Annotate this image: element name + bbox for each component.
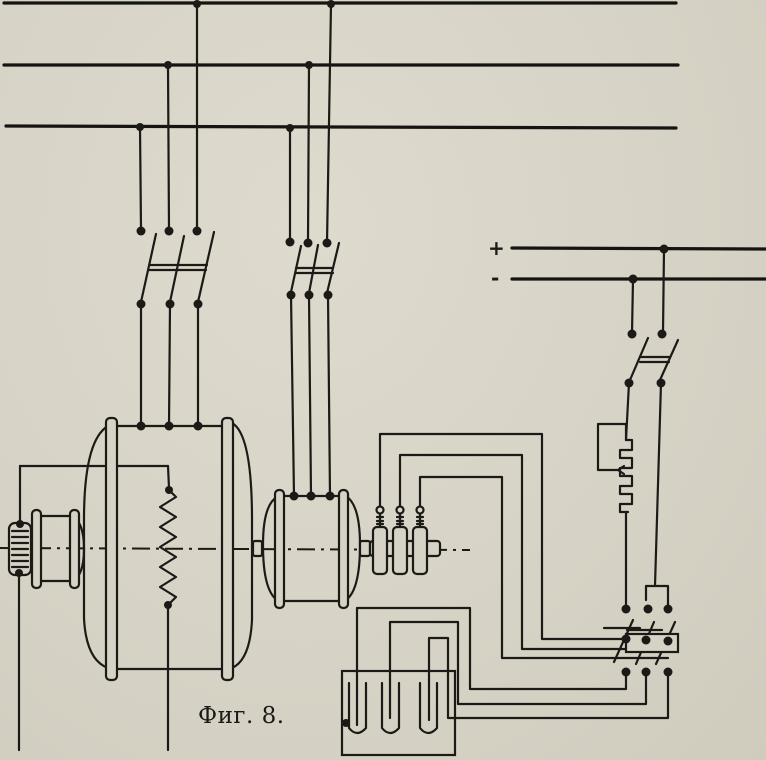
motor-feed-taps: [285, 0, 335, 248]
dc-supply: [510, 244, 766, 339]
generator-feed-taps: [136, 0, 202, 236]
slip-ring-3: [411, 525, 429, 576]
exciter: [7, 464, 86, 752]
slip-rings: [368, 505, 442, 576]
three-phase-busbars: [2, 1, 680, 130]
motor-knife-switch: [286, 241, 341, 498]
starting-rheostat: [340, 669, 457, 757]
dc-plus-label: +: [488, 236, 505, 260]
busbar-phase-3: [4, 124, 678, 130]
field-regulator: [596, 381, 663, 608]
shaft-coupling: [251, 539, 264, 558]
field-lead: [166, 464, 171, 490]
figure-caption: Фиг. 8.: [198, 703, 285, 729]
slip-ring-1: [371, 525, 389, 576]
starter-tank: [340, 669, 457, 757]
slip-ring-2: [391, 525, 409, 576]
motor-shaft: [358, 539, 372, 558]
dc-plus-line: [510, 246, 766, 251]
synchronous-generator: [82, 416, 254, 752]
rotor-leads: [378, 432, 670, 660]
main-knife-switch: [136, 230, 216, 428]
dc-minus-label: -: [491, 266, 500, 290]
exciter-commutator: [7, 520, 33, 577]
dc-knife-switch: [624, 336, 680, 388]
starter-leads: [355, 606, 670, 727]
changeover-switch: [602, 584, 680, 677]
field-winding: [158, 486, 178, 609]
